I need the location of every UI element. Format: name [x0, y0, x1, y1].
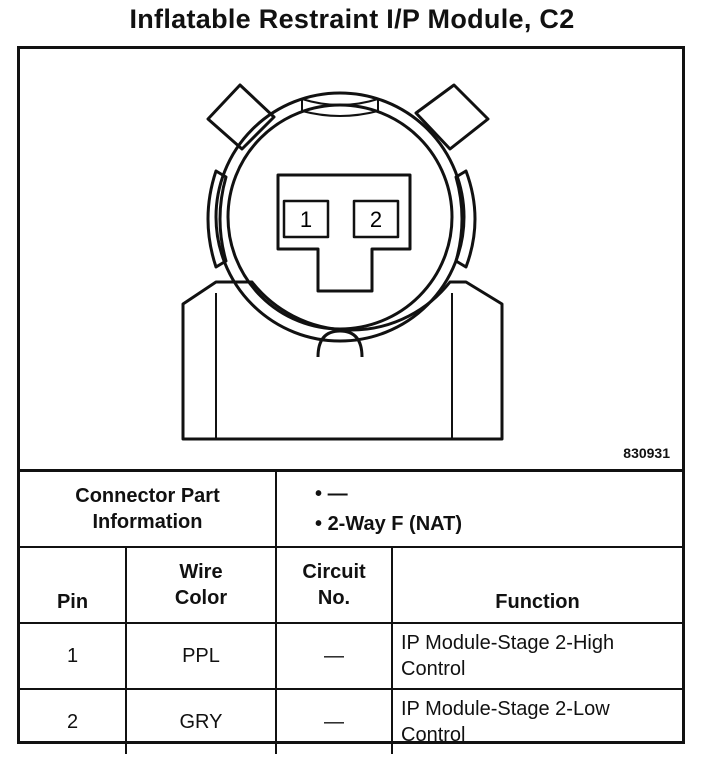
terminal-cavity	[276, 173, 412, 293]
latch-bump	[316, 329, 364, 358]
table-row: 1 PPL — IP Module-Stage 2-High Control	[20, 622, 682, 690]
cell-circuit: —	[275, 622, 393, 690]
header-circuit: Circuit No.	[275, 546, 393, 624]
cell-pin: 1	[20, 622, 127, 690]
cell-function: IP Module-Stage 2-Low Control	[391, 688, 682, 754]
latch-tab-left	[206, 83, 276, 151]
figure-number: 830931	[623, 445, 670, 461]
connector-diagram: 1 2 830931	[20, 49, 682, 469]
connector-table: Connector Part Information • — • 2-Way F…	[20, 469, 682, 754]
connector-outer-ring	[214, 91, 466, 343]
cell-wire-color: PPL	[125, 622, 277, 690]
info-bullet: • —	[315, 483, 348, 505]
table-row: 2 GRY — IP Module-Stage 2-Low Control	[20, 688, 682, 754]
housing-outline	[181, 280, 504, 441]
connector-inner-ring	[226, 103, 454, 331]
header-function: Function	[391, 546, 682, 624]
connector-info-label: Connector Part Information	[20, 469, 277, 548]
side-rib-right	[454, 169, 477, 269]
header-pin: Pin	[20, 546, 127, 624]
connector-info-row: Connector Part Information • — • 2-Way F…	[20, 469, 682, 548]
connector-info-values: • — • 2-Way F (NAT)	[275, 469, 682, 548]
side-rib-left	[206, 169, 228, 269]
pin-2-label: 2	[370, 207, 382, 232]
pin-2-box	[352, 199, 400, 239]
pin-1-label: 1	[300, 207, 312, 232]
cell-function: IP Module-Stage 2-High Control	[391, 622, 682, 690]
top-key	[301, 98, 379, 117]
housing-inner-lines	[215, 293, 453, 439]
table-header-row: Pin Wire Color Circuit No. Function	[20, 546, 682, 624]
pin-1-box	[282, 199, 330, 239]
latch-tab-right	[414, 83, 490, 151]
cell-circuit: —	[275, 688, 393, 754]
header-wire-color: Wire Color	[125, 546, 277, 624]
connector-frame: 1 2 830931 Connector Part Information • …	[17, 46, 685, 754]
connector-drawing: 1 2	[181, 83, 504, 441]
cell-wire-color: GRY	[125, 688, 277, 754]
cell-pin: 2	[20, 688, 127, 754]
page-title: Inflatable Restraint I/P Module, C2	[129, 4, 575, 34]
info-bullet: • 2-Way F (NAT)	[315, 513, 462, 535]
